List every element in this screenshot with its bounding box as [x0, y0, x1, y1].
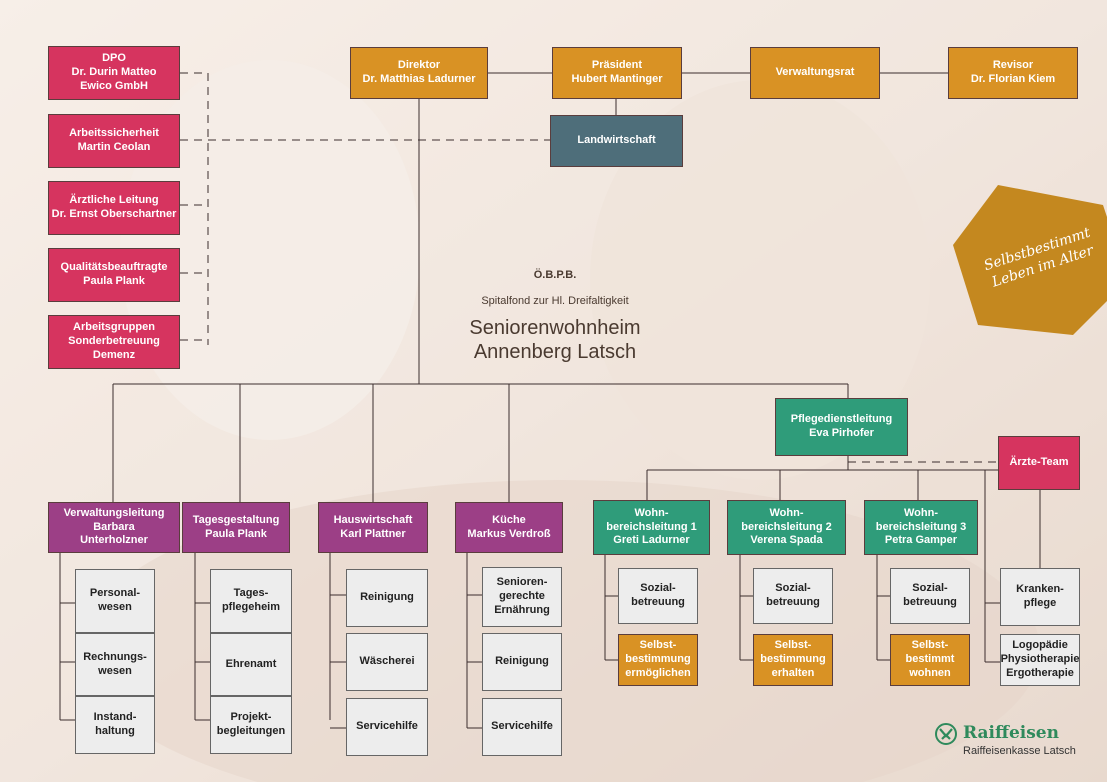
node-servicehilfe-kueche: Servicehilfe: [482, 698, 562, 756]
node-revisor: Revisor Dr. Florian Kiem: [948, 47, 1078, 99]
node-sozialbetreuung-2: Sozial- betreuung: [753, 568, 833, 624]
node-tagespflegeheim: Tages- pflegeheim: [210, 569, 292, 633]
node-verwaltungsrat: Verwaltungsrat: [750, 47, 880, 99]
node-hauswirtschaft: Hauswirtschaft Karl Plattner: [318, 502, 428, 553]
node-instandhaltung: Instand- haltung: [75, 696, 155, 754]
node-selbstbestimmung-ermoeglichen: Selbst- bestimmung ermöglichen: [618, 634, 698, 686]
node-wohnbereichsleitung-1: Wohn- bereichsleitung 1 Greti Ladurner: [593, 500, 710, 555]
node-pflegedienstleitung: Pflegedienstleitung Eva Pirhofer: [775, 398, 908, 456]
node-aerzte-team: Ärzte-Team: [998, 436, 1080, 490]
node-sozialbetreuung-3: Sozial- betreuung: [890, 568, 970, 624]
node-direktor: Direktor Dr. Matthias Ladurner: [350, 47, 488, 99]
node-ehrenamt: Ehrenamt: [210, 633, 292, 696]
node-kueche: Küche Markus Verdroß: [455, 502, 563, 553]
node-selbstbestimmt-wohnen: Selbst- bestimmt wohnen: [890, 634, 970, 686]
node-waescherei: Wäscherei: [346, 633, 428, 691]
org-subtitle: Spitalfond zur Hl. Dreifaltigkeit: [481, 295, 629, 307]
node-reinigung-hauswirtschaft: Reinigung: [346, 569, 428, 627]
node-krankenpflege: Kranken- pflege: [1000, 568, 1080, 626]
node-therapie: Logopädie Physiotherapie Ergotherapie: [1000, 634, 1080, 686]
node-praesident: Präsident Hubert Mantinger: [552, 47, 682, 99]
node-projektbegleitungen: Projekt- begleitungen: [210, 696, 292, 754]
node-reinigung-kueche: Reinigung: [482, 633, 562, 691]
node-arbeitssicherheit: Arbeitssicherheit Martin Ceolan: [48, 114, 180, 168]
node-aerztliche-leitung: Ärztliche Leitung Dr. Ernst Oberschartne…: [48, 181, 180, 235]
node-landwirtschaft: Landwirtschaft: [550, 115, 683, 167]
sponsor-name: Raiffeisen: [963, 723, 1059, 743]
node-servicehilfe-hauswirtschaft: Servicehilfe: [346, 698, 428, 756]
raiffeisen-gable-icon: [935, 723, 957, 745]
node-wohnbereichsleitung-2: Wohn- bereichsleitung 2 Verena Spada: [727, 500, 846, 555]
node-seniorengerechte-ernaehrung: Senioren- gerechte Ernährung: [482, 567, 562, 627]
node-personalwesen: Personal- wesen: [75, 569, 155, 633]
org-title: Seniorenwohnheim Annenberg Latsch: [469, 317, 641, 363]
node-rechnungswesen: Rechnungs- wesen: [75, 633, 155, 696]
node-selbstbestimmung-erhalten: Selbst- bestimmung erhalten: [753, 634, 833, 686]
node-qualitaetsbeauftragte: Qualitätsbeauftragte Paula Plank: [48, 248, 180, 302]
badge-hexagon: [953, 185, 1107, 335]
node-sozialbetreuung-1: Sozial- betreuung: [618, 568, 698, 624]
node-dpo: DPO Dr. Durin Matteo Ewico GmbH: [48, 46, 180, 100]
node-verwaltungsleitung: Verwaltungsleitung Barbara Unterholzner: [48, 502, 180, 553]
node-wohnbereichsleitung-3: Wohn- bereichsleitung 3 Petra Gamper: [864, 500, 978, 555]
org-short-name: Ö.B.P.B.: [533, 269, 577, 281]
node-arbeitsgruppen: Arbeitsgruppen Sonderbetreuung Demenz: [48, 315, 180, 369]
sponsor-logo: Raiffeisen Raiffeisenkasse Latsch: [935, 723, 1105, 763]
sponsor-subtitle: Raiffeisenkasse Latsch: [963, 745, 1076, 757]
node-tagesgestaltung: Tagesgestaltung Paula Plank: [182, 502, 290, 553]
